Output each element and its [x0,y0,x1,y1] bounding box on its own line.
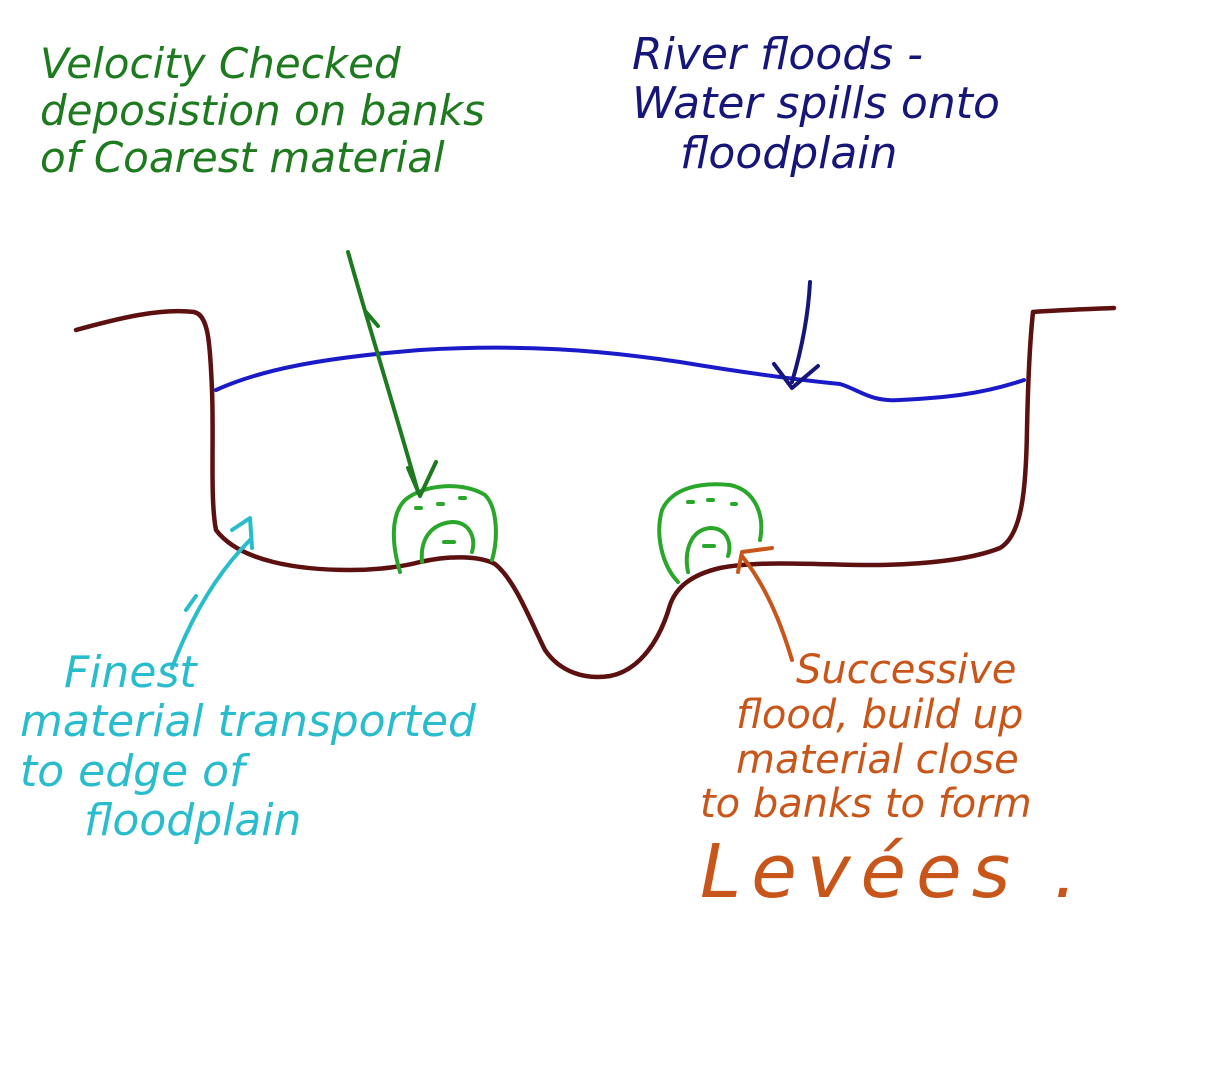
velocity-line-3: of Coarest material [40,133,445,183]
flood-water-line [214,345,1026,403]
finest-annotation: Finest material transported to edge of f… [20,648,476,845]
levees-word: Levées . [700,829,1088,916]
levees-line-2: flood, build up [736,691,1024,738]
finest-line-2: material transported [20,696,476,748]
valley-profile [73,305,1117,680]
velocity-line-1: Velocity Checked [40,39,401,88]
velocity-line-2: deposistion on banks [40,86,485,136]
flood-line-3: floodplain [680,127,898,179]
levees-annotation: Successive flood, build up material clos… [700,648,1087,914]
levees-line-1: Successive [796,647,1017,693]
flood-line-1: River floods - [632,29,923,80]
levees-line-3: material close [736,736,1019,783]
levee-arrow [736,546,794,662]
flood-line-2: Water spills onto [632,78,1000,130]
finest-line-3: to edge of [20,745,245,797]
left-levee-deposit [391,484,498,574]
velocity-annotation: Velocity Checked deposistion on banks of… [40,40,485,181]
flood-annotation: River floods - Water spills onto floodpl… [632,30,1000,178]
flood-arrow [772,280,820,390]
right-levee-deposit [657,482,764,584]
levees-line-4: to banks to form [700,781,1032,828]
finest-line-4: floodplain [84,794,302,846]
finest-arrow [170,516,254,670]
finest-line-1: Finest [64,647,197,698]
velocity-arrow [346,250,438,498]
